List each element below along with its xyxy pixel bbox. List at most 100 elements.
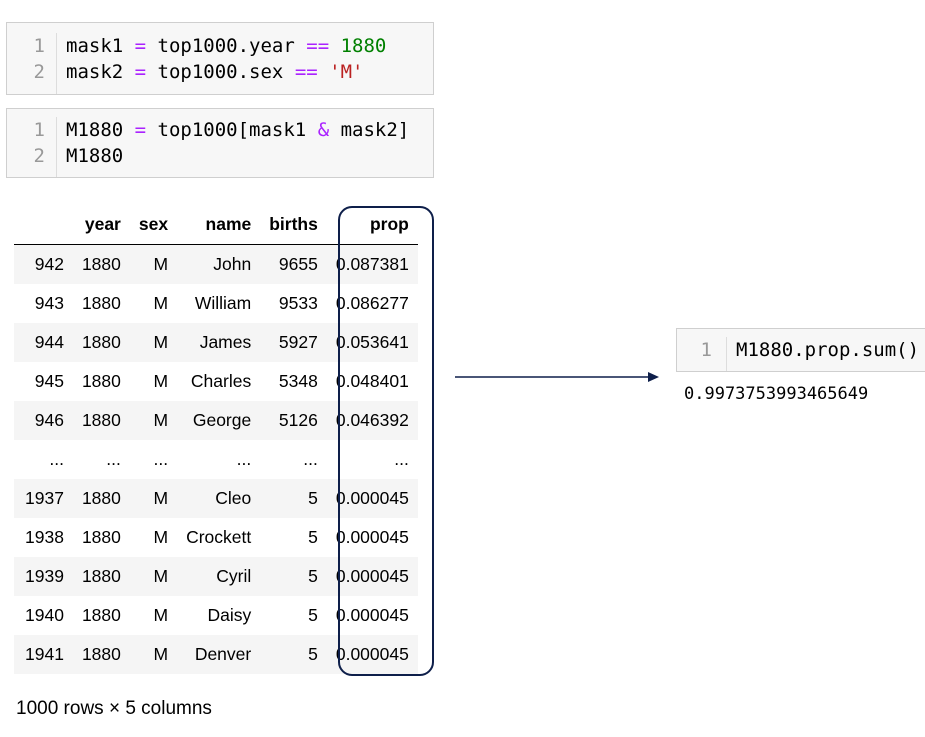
code-token	[329, 35, 340, 57]
code-line: M1880.prop.sum()	[736, 337, 919, 363]
code-token: top1000[mask1	[146, 119, 318, 141]
table-cell: Denver	[177, 635, 261, 674]
table-cell: ...	[260, 440, 327, 479]
code-token: ==	[294, 61, 318, 83]
row-index: 1940	[25, 605, 64, 625]
table-cell: ...	[72, 440, 130, 479]
column-header: year	[72, 205, 130, 245]
table-cell: 0.000045	[326, 635, 418, 674]
table-cell: M	[129, 635, 178, 674]
table-cell: 5348	[278, 371, 318, 391]
table-cell: 1880	[72, 244, 130, 284]
table-cell: ...	[177, 440, 261, 479]
table-cell: 1880	[72, 479, 130, 518]
table-cell: 5	[260, 635, 327, 674]
code-editor[interactable]: M1880.prop.sum()	[727, 337, 919, 371]
table-cell: M	[153, 293, 169, 313]
table-cell: Crockett	[186, 527, 252, 547]
code-line: mask1 = top1000.year == 1880	[66, 33, 386, 59]
table-cell: 0.000045	[335, 527, 409, 547]
table-cell: M	[129, 557, 178, 596]
code-cell-sum[interactable]: 1 M1880.prop.sum()	[676, 328, 925, 372]
table-cell: 0.046392	[326, 401, 418, 440]
row-index: 1941	[14, 635, 73, 674]
table-cell: 0.000045	[335, 605, 409, 625]
table-cell: M	[129, 244, 178, 284]
table-cell: 9655	[260, 244, 327, 284]
code-token: top1000.sex	[146, 61, 295, 83]
code-line: M1880 = top1000[mask1 & mask2]	[66, 117, 409, 143]
table-cell: 0.000045	[326, 479, 418, 518]
table-cell: 1880	[81, 371, 121, 391]
table-cell: M	[153, 371, 169, 391]
table-cell: 5927	[260, 323, 327, 362]
row-index: 1939	[14, 557, 73, 596]
line-number: 1	[33, 119, 45, 141]
table-row: ..................	[14, 440, 418, 479]
row-index: 942	[14, 244, 73, 284]
code-token	[318, 61, 329, 83]
code-token: 1880	[340, 35, 387, 57]
row-index: 1937	[14, 479, 73, 518]
table-cell: 0.086277	[335, 293, 409, 313]
table-cell: John	[177, 244, 261, 284]
code-token: top1000.year	[146, 35, 307, 57]
table-cell: M	[129, 401, 178, 440]
table-cell: 0.000045	[326, 557, 418, 596]
table-cell: George	[177, 401, 261, 440]
line-number: 2	[33, 145, 45, 167]
row-index: 946	[14, 401, 73, 440]
code-token: M1880.prop.sum()	[736, 339, 920, 361]
right-arrow-icon	[455, 372, 659, 382]
line-number: 1	[700, 339, 712, 361]
code-editor[interactable]: M1880 = top1000[mask1 & mask2]M1880	[57, 117, 409, 177]
code-token: mask2	[66, 61, 135, 83]
table-cell: 1880	[81, 293, 121, 313]
code-token: M1880	[66, 145, 124, 167]
code-token: 'M'	[329, 61, 364, 83]
table-cell: 1880	[81, 527, 121, 547]
line-numbers: 1	[677, 337, 727, 371]
table-cell: 0.053641	[326, 323, 418, 362]
column-header	[14, 205, 73, 245]
table-cell: James	[177, 323, 261, 362]
table-cell: M	[129, 479, 178, 518]
table-cell: William	[194, 293, 252, 313]
table-cell: 5	[260, 479, 327, 518]
code-token: =	[134, 35, 147, 57]
code-token: ==	[306, 35, 330, 57]
table-cell: 9533	[278, 293, 318, 313]
table-cell: Daisy	[207, 605, 252, 625]
table-cell: M	[129, 323, 178, 362]
row-index: 1938	[25, 527, 64, 547]
code-line: mask2 = top1000.sex == 'M'	[66, 59, 386, 85]
sum-output: 0.9973753993465649	[684, 384, 869, 404]
row-index: 945	[34, 371, 64, 391]
column-header: sex	[129, 205, 178, 245]
table-cell: 0.087381	[326, 244, 418, 284]
table-cell: ...	[326, 440, 418, 479]
column-header: name	[177, 205, 261, 245]
code-token: M1880	[66, 119, 135, 141]
table-cell: 1880	[72, 401, 130, 440]
line-number: 2	[33, 61, 45, 83]
table-cell: 1880	[72, 323, 130, 362]
code-line: M1880	[66, 143, 409, 169]
table-cell: 1880	[72, 635, 130, 674]
row-index: ...	[14, 440, 73, 479]
